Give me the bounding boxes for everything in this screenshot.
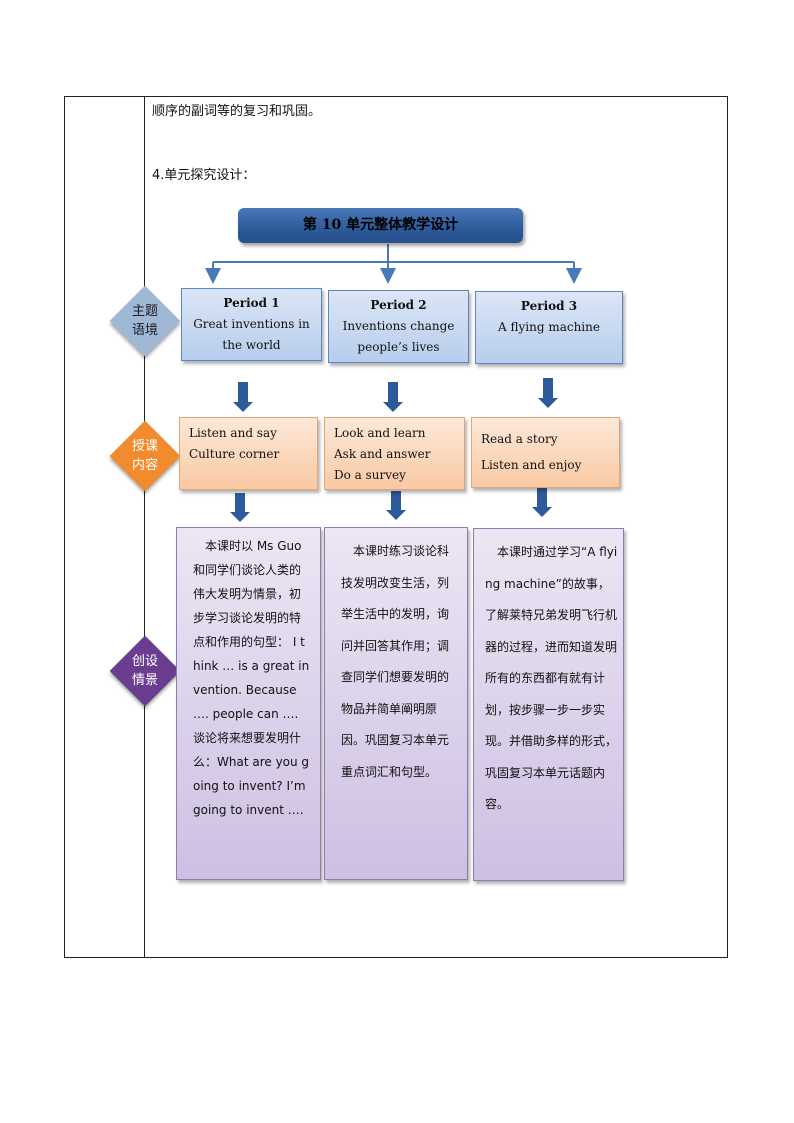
table-column-divider bbox=[144, 96, 145, 958]
scenario-box-2: 本课时练习谈论科技发明改变生活，列举生活中的发明，询问并回答其作用；调查同学们想… bbox=[324, 527, 468, 880]
period-title: Period 3 bbox=[520, 299, 578, 313]
content-line: Read a story bbox=[481, 432, 558, 446]
period-line1: Great inventions in bbox=[193, 317, 310, 331]
content-line: Listen and enjoy bbox=[481, 458, 582, 472]
content-box-1: Listen and say Culture corner bbox=[179, 417, 318, 490]
scenario-text: 本课时练习谈论科技发明改变生活，列举生活中的发明，询问并回答其作用；调查同学们想… bbox=[341, 544, 450, 779]
row-label-scenario: 创设 情景 bbox=[109, 635, 181, 707]
down-arrow-p3 bbox=[538, 378, 558, 408]
row-label-theme: 主题 语境 bbox=[109, 285, 181, 357]
diagram-title: 第 10 单元整体教学设计 bbox=[238, 208, 523, 243]
period-line2: people’s lives bbox=[357, 340, 440, 354]
period-box-2: Period 2 Inventions change people’s live… bbox=[328, 290, 469, 363]
down-arrow-p2 bbox=[383, 382, 403, 412]
period-box-1: Period 1 Great inventions in the world bbox=[181, 288, 322, 361]
content-line: Listen and say bbox=[189, 426, 277, 440]
content-line: Do a survey bbox=[334, 468, 406, 482]
content-line: Culture corner bbox=[189, 447, 280, 461]
row-label-line2: 内容 bbox=[131, 458, 158, 473]
down-arrow-c3 bbox=[532, 488, 552, 517]
row-label-line1: 创设 bbox=[131, 654, 158, 669]
row-label-line1: 授课 bbox=[131, 439, 158, 454]
scenario-text: 本课时以 Ms Guo 和同学们谈论人类的伟大发明为情景，初步学习谈论发明的特点… bbox=[193, 539, 310, 817]
content-box-3: Read a story Listen and enjoy bbox=[471, 417, 620, 488]
period-title: Period 2 bbox=[370, 298, 427, 312]
down-arrow-p1 bbox=[233, 382, 253, 412]
content-box-2: Look and learn Ask and answer Do a surve… bbox=[324, 417, 465, 490]
page-table bbox=[64, 96, 728, 958]
scenario-box-1: 本课时以 Ms Guo 和同学们谈论人类的伟大发明为情景，初步学习谈论发明的特点… bbox=[176, 527, 321, 880]
period-box-3: Period 3 A flying machine bbox=[475, 291, 623, 364]
period-line2: the world bbox=[222, 338, 281, 352]
period-line1: A flying machine bbox=[498, 320, 600, 334]
intro-line-1: 顺序的副词等的复习和巩固。 bbox=[152, 104, 322, 119]
period-line1: Inventions change bbox=[342, 319, 455, 333]
period-title: Period 1 bbox=[223, 296, 280, 310]
scenario-text: 本课时通过学习“A flying machine”的故事，了解莱特兄弟发明飞行机… bbox=[485, 545, 618, 811]
intro-line-2: 4.单元探究设计： bbox=[152, 168, 256, 183]
row-label-line2: 情景 bbox=[131, 673, 158, 688]
down-arrow-c1 bbox=[230, 493, 250, 522]
row-label-line1: 主题 bbox=[131, 304, 158, 319]
scenario-box-3: 本课时通过学习“A flying machine”的故事，了解莱特兄弟发明飞行机… bbox=[473, 528, 624, 881]
row-label-content: 授课 内容 bbox=[109, 420, 181, 492]
row-label-line2: 语境 bbox=[131, 323, 158, 338]
content-line: Look and learn bbox=[334, 426, 426, 440]
content-line: Ask and answer bbox=[334, 447, 431, 461]
down-arrow-c2 bbox=[386, 491, 406, 520]
